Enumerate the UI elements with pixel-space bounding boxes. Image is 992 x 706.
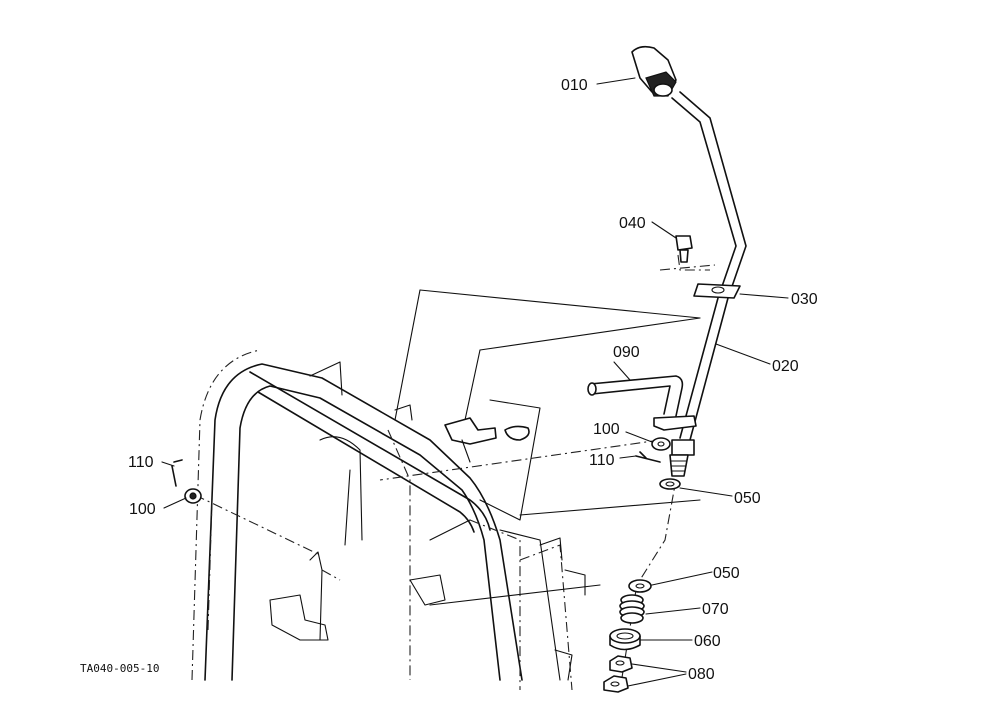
callout-110-right: 110 (589, 452, 615, 469)
callout-020: 020 (772, 358, 799, 375)
lever-lower-plate (653, 415, 697, 431)
callout-040: 040 (619, 215, 646, 232)
callout-110-left: 110 (128, 454, 154, 471)
callout-060: 060 (694, 633, 721, 650)
washer-100-right (651, 437, 671, 451)
pin-110-left (171, 459, 183, 487)
pin-110-right (635, 451, 661, 463)
callout-090: 090 (613, 344, 640, 361)
spring-070 (619, 594, 645, 624)
washer-050-lower (628, 579, 652, 593)
pedal-bracket (194, 494, 341, 641)
drawing-code: TA040-005-10 (80, 662, 159, 675)
callout-100-left: 100 (129, 501, 156, 518)
callout-labels: 010 020 030 040 050 050 060 070 080 090 … (128, 77, 818, 683)
rod-090 (587, 375, 684, 417)
leader-lines (161, 77, 789, 687)
lever-020 (669, 91, 747, 477)
bolt-040 (675, 235, 693, 263)
callout-030: 030 (791, 291, 818, 308)
callout-070: 070 (702, 601, 729, 618)
washer-050-upper (659, 478, 681, 490)
washer-100-left (184, 488, 202, 504)
centre-lines (379, 254, 716, 691)
callout-010: 010 (561, 77, 588, 94)
nut-080-lower (603, 675, 629, 693)
callout-080: 080 (688, 666, 715, 683)
callout-050-upper: 050 (734, 490, 761, 507)
callout-100-right: 100 (593, 421, 620, 438)
cab-frame (191, 349, 573, 691)
knob-010 (631, 45, 677, 97)
collar-060 (609, 628, 641, 651)
mounting-plate (394, 289, 701, 606)
nut-080-upper (609, 655, 633, 673)
plate-030 (693, 283, 741, 299)
callout-050-lower: 050 (713, 565, 740, 582)
